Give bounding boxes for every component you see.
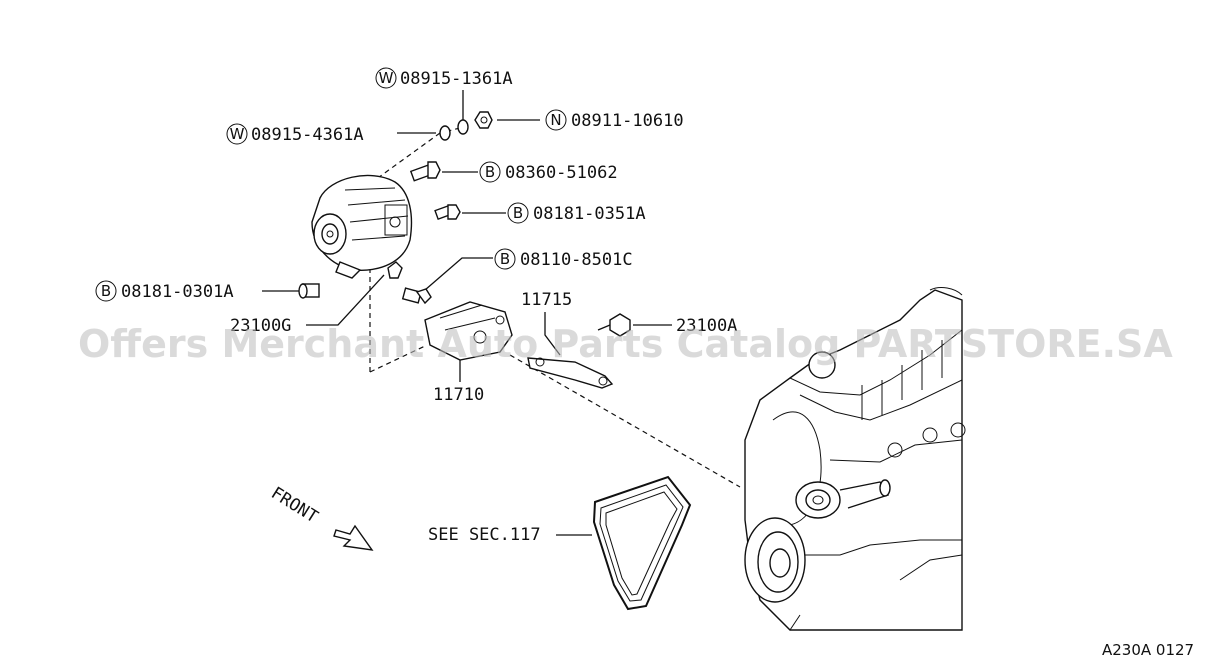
front-label: FRONT [267,483,321,527]
callout-circle-letter: B [500,250,510,268]
part-number: 08915-1361A [400,69,513,89]
callout-08915-4361A[interactable]: W 08915-4361A [226,123,436,145]
nut-icon[interactable] [474,111,493,129]
bolt-icon[interactable] [298,161,631,337]
part-number: 11710 [433,385,484,405]
part-number: 08915-4361A [251,125,364,145]
see-section-label: SEE SEC.117 [428,525,541,545]
adjusting-bar-icon[interactable] [527,357,614,389]
front-arrow-icon [333,524,374,551]
part-number: 08110-8501C [520,250,633,270]
part-number: 23100G [230,316,291,336]
washer-icon[interactable] [439,119,469,141]
part-number: 08181-0301A [121,282,234,302]
diagram-code: A230A 0127 [1102,641,1194,659]
callout-08181-0301A[interactable]: B 08181-0301A [95,280,300,302]
engine-block-icon[interactable] [744,287,966,631]
callout-08911-10610[interactable]: N 08911-10610 [497,109,684,131]
callout-circle-letter: B [513,204,523,222]
callout-circle-letter: B [485,163,495,181]
callout-08181-0351A[interactable]: B 08181-0351A [462,202,646,224]
callout-08915-1361A[interactable]: W 08915-1361A [375,67,513,120]
callout-08360-51062[interactable]: B 08360-51062 [442,161,618,183]
callout-circle-letter: N [550,111,561,129]
bracket-icon[interactable] [424,301,513,361]
callout-11715[interactable]: 11715 [521,290,572,356]
callout-circle-letter: W [379,69,394,87]
part-number: 11715 [521,290,572,310]
part-number: 08360-51062 [505,163,618,183]
part-number: 23100A [676,316,737,336]
callout-circle-letter: W [230,125,245,143]
watermark: Offers Merchant Auto Parts Catalog PARTS… [78,322,1173,366]
drive-belt-icon[interactable] [592,475,692,611]
front-direction: FRONT [267,483,374,551]
callout-23100G[interactable]: 23100G [230,274,385,336]
alternator-icon[interactable] [311,174,413,279]
callout-23100A[interactable]: 23100A [633,316,737,336]
callout-08110-8501C[interactable]: B 08110-8501C [424,248,633,291]
part-number: 08911-10610 [571,111,684,131]
part-number: 08181-0351A [533,204,646,224]
see-section-note[interactable]: SEE SEC.117 [428,525,592,545]
callout-circle-letter: B [101,282,111,300]
